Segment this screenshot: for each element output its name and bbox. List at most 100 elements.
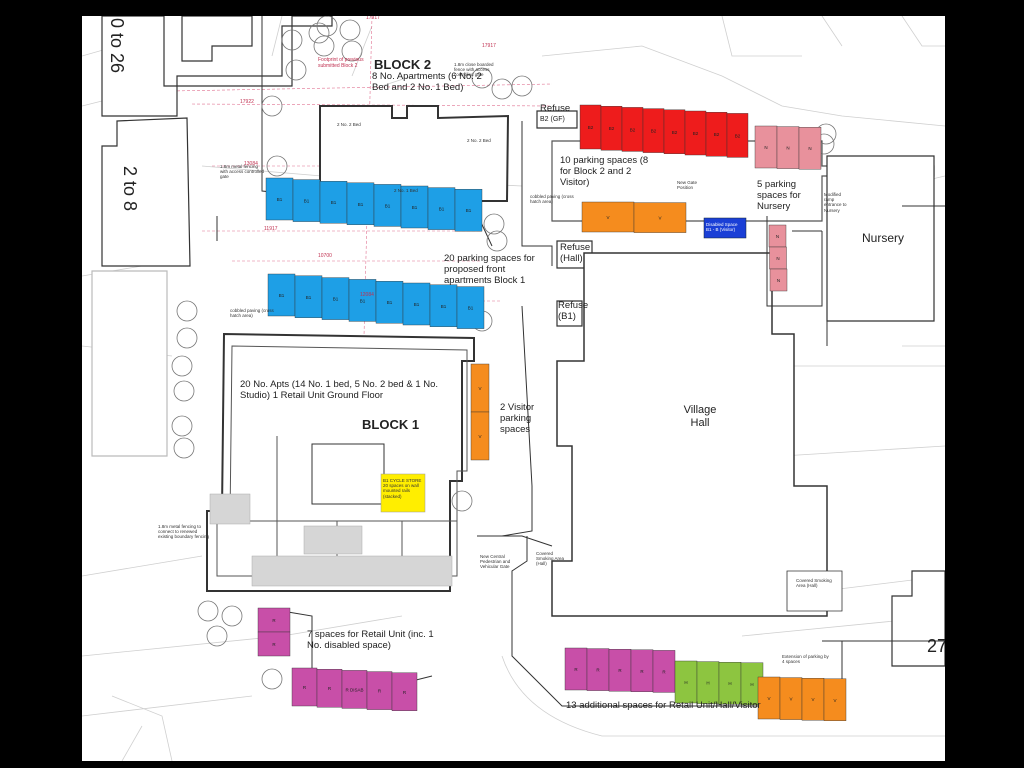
blue-bottom-bay-label: B1 bbox=[306, 295, 312, 300]
block-2-bed-a: 2 No. 2 Bed bbox=[337, 122, 361, 127]
tree-icon bbox=[173, 380, 195, 402]
blue-top-bay bbox=[454, 188, 483, 232]
cycle-store-label: B1 CYCLE STORE 20 spaces on wall mounted… bbox=[383, 478, 422, 499]
blue-top-bay-label: B1 bbox=[412, 205, 418, 210]
tree-icon bbox=[451, 490, 473, 512]
pink-top-bay-label: N bbox=[764, 145, 767, 150]
extension-note: Extension of parking by 4 spaces bbox=[782, 654, 829, 665]
tree-icon bbox=[285, 59, 307, 81]
blue-bottom-bay bbox=[294, 275, 323, 318]
refuse-b1-label: Refuse (B1) bbox=[558, 300, 589, 322]
purple-retail-b-bay bbox=[257, 631, 291, 657]
orange-visitor-bay-label: V bbox=[478, 386, 481, 391]
purple-retail-row-bay bbox=[291, 667, 318, 707]
building-27 bbox=[891, 570, 945, 667]
refuse-b2-label: Refuse bbox=[540, 103, 571, 114]
tree-icon bbox=[471, 67, 493, 89]
tree-icon bbox=[266, 155, 288, 177]
tree-icon bbox=[173, 437, 195, 459]
block-2-description: 8 No. Apartments (6 No. 2 Bed and 2 No. … bbox=[372, 71, 482, 93]
dim-label-3: 17922 bbox=[240, 99, 254, 105]
dim-label-6: 10700 bbox=[318, 253, 332, 259]
red-bay-label: B2 bbox=[609, 126, 615, 131]
blue-bottom-bay bbox=[348, 279, 377, 322]
pink-side-bay-label: N bbox=[777, 278, 780, 283]
cobbled-note-b: cobbled paving (cross hatch area) bbox=[230, 308, 274, 319]
blue-bottom-bay bbox=[429, 284, 458, 327]
blue-bottom-bay bbox=[456, 286, 485, 329]
purple-retail-row-bay-label: R bbox=[378, 689, 382, 694]
purple-retail-row-bay bbox=[391, 672, 418, 711]
purple-retail-a-bay-label: R bbox=[272, 618, 276, 623]
blue-top-bay-label: B1 bbox=[385, 203, 391, 208]
blue-bottom-bay bbox=[375, 281, 404, 324]
purple-retail-row-bay-label: R bbox=[328, 686, 332, 691]
blue-bottom-bay-label: B1 bbox=[360, 298, 366, 303]
label-2-to-8: 2 to 8 bbox=[120, 166, 140, 212]
blue-bottom-bay bbox=[267, 273, 296, 317]
tree-icon bbox=[176, 300, 198, 322]
dim-label-1: 17917 bbox=[366, 16, 380, 21]
building-0-to-26 bbox=[101, 16, 333, 117]
pink-top-bay-label: N bbox=[808, 146, 811, 151]
block-1-title: BLOCK 1 bbox=[362, 417, 420, 432]
block-1-description: 20 No. Apts (14 No. 1 bed, 5 No. 2 bed &… bbox=[240, 379, 439, 401]
blue-bottom-bay-label: B1 bbox=[333, 297, 339, 302]
blue-top-bay bbox=[346, 182, 375, 226]
red-bay-label: B2 bbox=[714, 132, 720, 137]
parking-5-label: 5 parking spaces for Nursery bbox=[757, 179, 801, 212]
pink-side-bay bbox=[769, 268, 788, 292]
tree-icon bbox=[261, 668, 283, 690]
label-27: 27 bbox=[927, 636, 945, 656]
block-2-title: BLOCK 2 bbox=[374, 57, 432, 72]
red-bay-label: B2 bbox=[735, 133, 741, 138]
tree-icon bbox=[261, 95, 283, 117]
disabled-space bbox=[703, 217, 747, 239]
ramp-note: Modified ramp entrance to Nursery bbox=[824, 192, 847, 213]
fence-top-note: 1.8m close boarded fence with access con… bbox=[454, 62, 494, 78]
pink-side-bay-label: N bbox=[776, 256, 779, 261]
green-bottom-bay-label: H bbox=[728, 681, 731, 686]
tree-icon bbox=[313, 35, 335, 57]
blue-top-bay bbox=[373, 184, 402, 227]
refuse-b2-sub: B2 (GF) bbox=[540, 116, 565, 123]
purple-retail-row-bay-label: R bbox=[403, 690, 407, 695]
orange-visitor-bay bbox=[470, 411, 490, 461]
orange-top-bay-label: V bbox=[606, 215, 609, 220]
cycle-store bbox=[380, 473, 426, 513]
tree-icon bbox=[308, 22, 330, 44]
dim-label-7: 12084 bbox=[360, 292, 374, 298]
dim-label-2: 17917 bbox=[482, 43, 496, 49]
red-bay-label: B2 bbox=[651, 129, 657, 134]
blue-bottom-bay-label: B1 bbox=[279, 293, 285, 298]
purple-retail-a-bay bbox=[257, 607, 291, 633]
pink-top-bay-label: N bbox=[786, 146, 789, 151]
tree-icon bbox=[486, 230, 508, 252]
village-hall-building bbox=[551, 252, 828, 617]
smoking-area-box bbox=[786, 570, 843, 612]
tree-icon bbox=[316, 16, 338, 37]
orange-bottom-bay-label: V bbox=[811, 697, 814, 702]
building-left-lower bbox=[91, 270, 168, 457]
blue-bottom-bay bbox=[321, 277, 350, 320]
block-2-bed-c: 2 No. 1 Bed bbox=[394, 188, 418, 193]
tree-icon bbox=[281, 29, 303, 51]
blue-bottom-bay-label: B1 bbox=[468, 306, 474, 311]
blue-top-bay bbox=[265, 177, 294, 221]
blue-top-bay-label: B1 bbox=[277, 197, 283, 202]
purple-bottom-bay-label: R bbox=[574, 667, 578, 672]
orange-top-bay bbox=[633, 202, 687, 233]
purple-retail-row-bay bbox=[341, 670, 368, 709]
tree-icon bbox=[511, 75, 533, 97]
gate-note: New Central Pedestrian and Vehicular Gat… bbox=[480, 554, 511, 570]
tree-icon bbox=[339, 19, 361, 41]
tree-icon bbox=[483, 213, 505, 235]
tree-icon bbox=[197, 600, 219, 622]
visitor-2-label: 2 Visitor parking spaces bbox=[500, 402, 535, 435]
red-bay-label: B2 bbox=[588, 125, 594, 130]
purple-retail-b-bay-label: R bbox=[272, 642, 276, 647]
blue-top-bay bbox=[319, 180, 348, 224]
new-gate-note: New Gate Position bbox=[677, 180, 698, 191]
